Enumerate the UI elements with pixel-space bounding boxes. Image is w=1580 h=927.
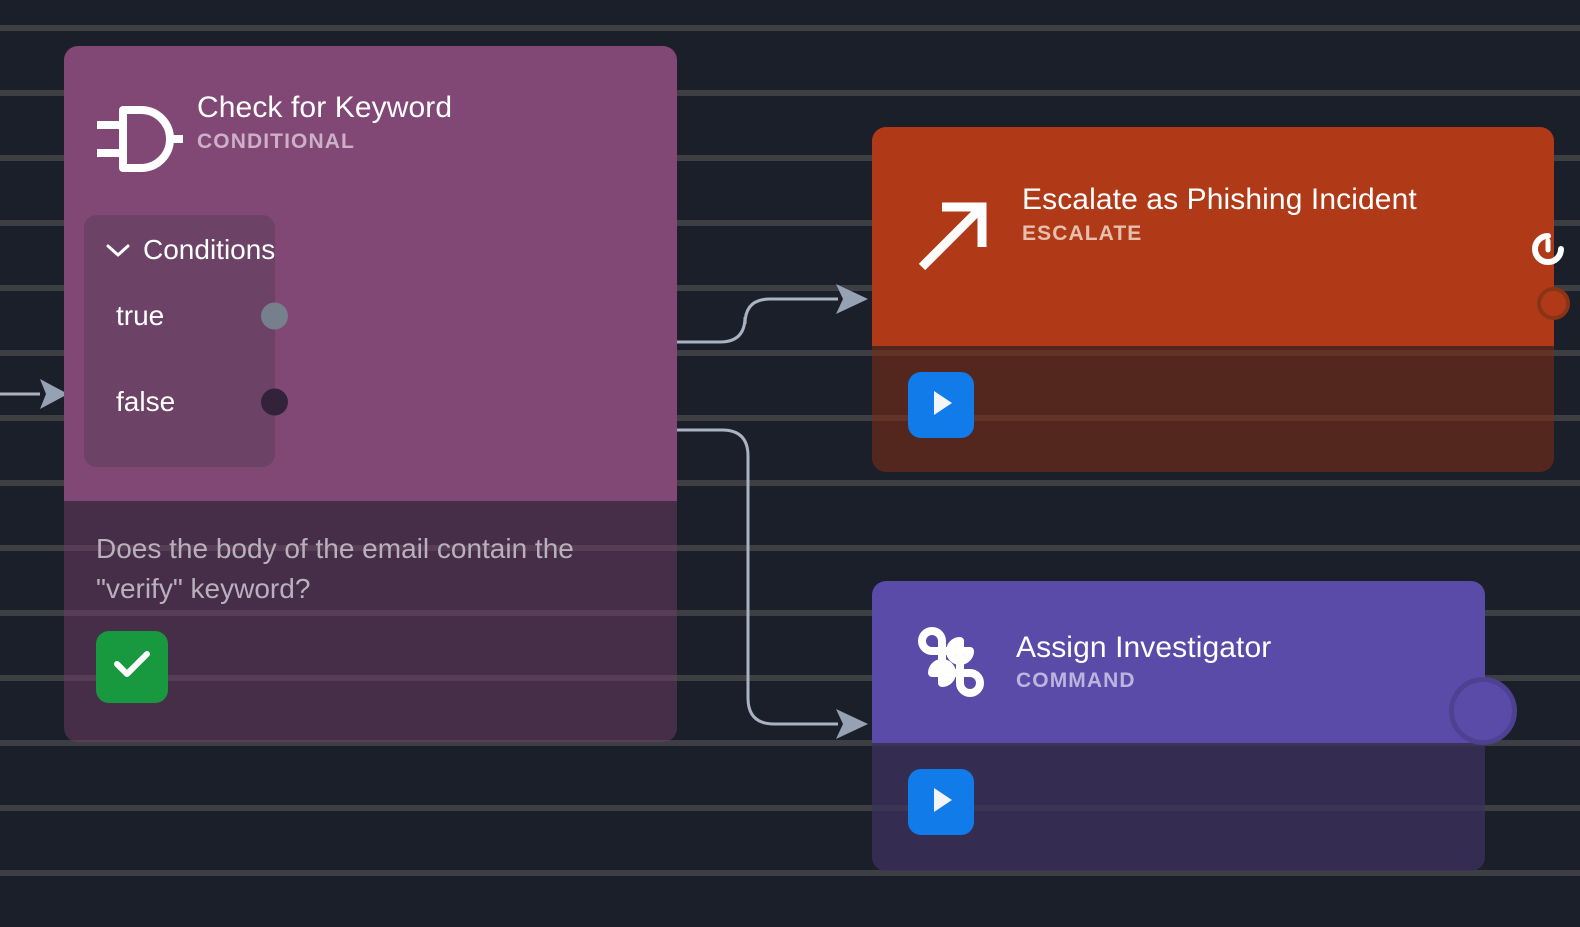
conditions-header[interactable]: Conditions	[84, 234, 275, 266]
output-port-escalate[interactable]	[1537, 287, 1570, 320]
conditions-header-label: Conditions	[143, 234, 276, 265]
status-badge-success	[96, 630, 168, 703]
condition-row-true[interactable]: true	[84, 300, 289, 332]
node-title: Escalate as Phishing Incident	[1022, 183, 1417, 216]
node-description: Does the body of the email contain the "…	[96, 533, 574, 604]
node-type-label: COMMAND	[1016, 669, 1136, 693]
condition-label-false: false	[116, 386, 176, 417]
node-header[interactable]: Escalate as Phishing Incident ESCALATE	[872, 127, 1554, 346]
node-title-block: Escalate as Phishing Incident ESCALATE	[1022, 183, 1417, 246]
arrow-up-right-icon	[916, 199, 994, 273]
condition-label-true: true	[116, 300, 165, 331]
output-port-false[interactable]	[261, 388, 289, 416]
clock-icon	[1530, 231, 1566, 267]
logic-gate-icon	[97, 101, 183, 177]
run-button[interactable]	[908, 372, 974, 438]
output-port-command[interactable]	[1449, 677, 1517, 745]
play-icon	[926, 387, 956, 424]
node-assign-investigator[interactable]: Assign Investigator COMMAND	[872, 581, 1517, 871]
node-type-label: ESCALATE	[1022, 221, 1143, 245]
conditions-panel[interactable]: Conditions true false	[84, 215, 289, 467]
run-button[interactable]	[908, 769, 974, 835]
node-title-block: Assign Investigator COMMAND	[1016, 631, 1271, 694]
chevron-down-icon[interactable]	[105, 242, 131, 258]
edge-input-to-conditional	[0, 379, 68, 409]
node-body: Does the body of the email contain the "…	[64, 501, 677, 742]
node-title: Assign Investigator	[1016, 630, 1272, 664]
node-body	[872, 743, 1485, 871]
node-header[interactable]: Assign Investigator COMMAND	[872, 581, 1485, 743]
command-icon	[916, 627, 986, 697]
output-port-true[interactable]	[261, 302, 289, 330]
node-escalate-as-phishing-incident[interactable]: Escalate as Phishing Incident ESCALATE	[872, 127, 1570, 472]
node-type-label: CONDITIONAL	[197, 129, 355, 153]
play-icon	[926, 784, 956, 821]
node-header-top: Check for Keyword CONDITIONAL	[64, 91, 452, 177]
node-check-for-keyword[interactable]: Check for Keyword CONDITIONAL Conditions…	[64, 46, 677, 742]
condition-row-false[interactable]: false	[84, 386, 289, 418]
node-header[interactable]: Check for Keyword CONDITIONAL Conditions…	[64, 46, 677, 501]
node-body	[872, 346, 1554, 472]
node-title: Check for Keyword	[197, 91, 453, 124]
check-icon	[112, 649, 152, 684]
node-title-block: Check for Keyword CONDITIONAL	[197, 91, 452, 154]
